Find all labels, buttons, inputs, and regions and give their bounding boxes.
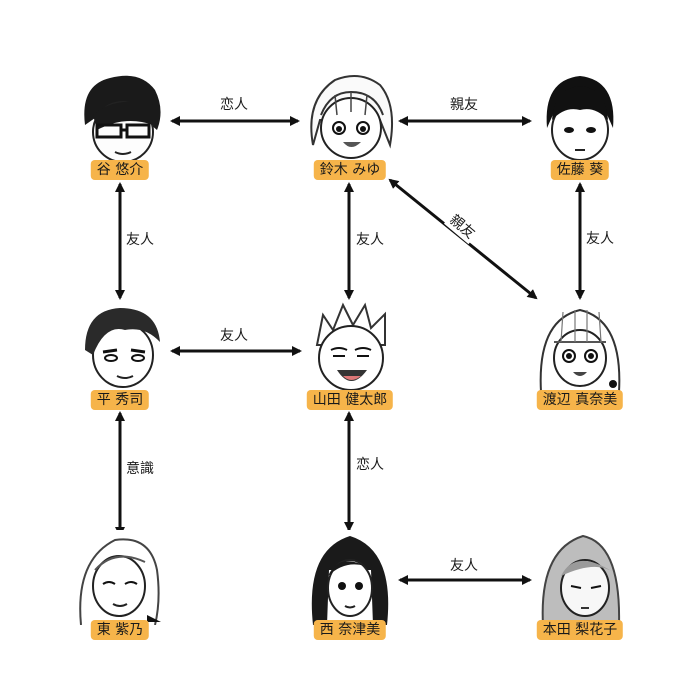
person-higashi: 東 紫乃 [65,530,175,645]
portrait-honda [535,530,625,625]
portrait-nishi [305,530,395,625]
relation-label-yamada-nishi: 恋人 [354,456,386,474]
relation-label-suzuki-sato: 親友 [448,96,480,114]
portrait-yamada [305,300,395,395]
person-taira: 平 秀司 [65,300,175,415]
name-tag: 山田 健太郎 [306,390,394,410]
name-tag: 渡辺 真奈美 [536,390,624,410]
name-tag: 鈴木 みゆ [313,160,387,180]
portrait-suzuki [305,70,395,165]
relation-label-taira-higashi: 意識 [124,460,156,478]
name-tag: 東 紫乃 [90,620,150,640]
portrait-watanabe [535,300,625,395]
portrait-taira [75,300,165,395]
portrait-tani [75,70,165,165]
person-suzuki: 鈴木 みゆ [295,70,405,185]
portrait-higashi [75,530,165,625]
relation-label-nishi-honda: 友人 [448,557,480,575]
name-tag: 平 秀司 [90,390,150,410]
name-tag: 本田 梨花子 [536,620,624,640]
relation-label-tani-taira: 友人 [124,231,156,249]
person-watanabe: 渡辺 真奈美 [525,300,635,415]
relation-label-sato-watanabe: 友人 [584,230,616,248]
portrait-sato [535,70,625,165]
name-tag: 西 奈津美 [313,620,387,640]
relation-label-taira-yamada: 友人 [218,327,250,345]
person-yamada: 山田 健太郎 [295,300,405,415]
person-nishi: 西 奈津美 [295,530,405,645]
name-tag: 佐藤 葵 [550,160,610,180]
person-tani: 谷 悠介 [65,70,175,185]
relation-label-suzuki-yamada: 友人 [354,231,386,249]
name-tag: 谷 悠介 [90,160,150,180]
person-sato: 佐藤 葵 [525,70,635,185]
person-honda: 本田 梨花子 [525,530,635,645]
relation-label-tani-suzuki: 恋人 [218,96,250,114]
